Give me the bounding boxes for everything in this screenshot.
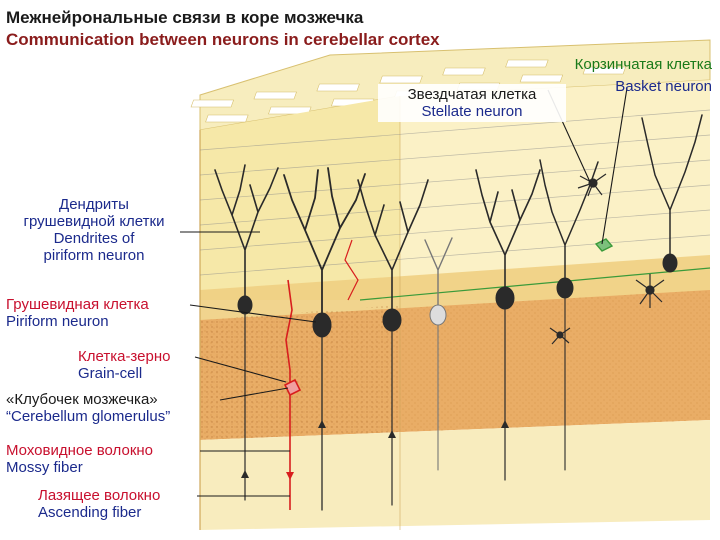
grain-label: Клетка-зерно Grain-cell <box>78 348 170 382</box>
dendrites-label-en1: Dendrites of <box>53 230 135 247</box>
glomerulus-shape <box>283 378 302 397</box>
basket-neuron-drawing <box>577 173 607 197</box>
ascending-label-ru: Лазящее волокно <box>38 487 161 504</box>
ascending-label-en: Ascending fiber <box>38 504 142 521</box>
piriform-neuron-1 <box>214 164 279 501</box>
green-fiber <box>359 267 711 301</box>
fiber-arrows <box>241 420 509 480</box>
piriform-neuron-3 <box>357 179 429 506</box>
dendrites-label-ru1: Дендриты <box>59 196 129 213</box>
left-molecular-face <box>200 96 400 300</box>
leader-lines <box>180 87 628 497</box>
parallel-fibers <box>199 109 711 276</box>
basket-label-ru: Корзинчатая клетка <box>574 56 712 73</box>
white-matter-layer <box>200 420 710 530</box>
piriform-neurons <box>214 114 703 511</box>
red-fibers <box>283 239 359 510</box>
ascending-label: Лазящее волокно Ascending fiber <box>38 487 160 521</box>
piriform-neuron-6 <box>539 159 599 471</box>
piriform-neuron-5 <box>475 169 541 481</box>
ascending-fiber-path <box>285 279 293 510</box>
grain-label-ru: Клетка-зерно <box>78 348 171 365</box>
dendrites-label-ru2: грушевидной клетки <box>23 213 165 230</box>
stellate-label-ru: Звездчатая клетка <box>407 86 537 103</box>
piriform-neuron-4 <box>424 237 453 471</box>
mossy-label-en: Mossy fiber <box>6 459 83 476</box>
right-dendritic-tree <box>641 114 703 273</box>
mossy-label: Моховидное волокно Mossy fiber <box>6 442 153 476</box>
piriform-label-en: Piriform neuron <box>6 313 109 330</box>
dendrites-label-en2: piriform neuron <box>43 247 145 264</box>
piriform-label-ru: Грушевидная клетка <box>6 296 149 313</box>
mossy-label-ru: Моховидное волокно <box>6 442 154 459</box>
dendrites-label: Дендриты грушевидной клетки Dendrites of… <box>4 196 184 264</box>
basket-label-en: Basket neuron <box>615 78 712 95</box>
title-russian: Межнейрональные связи в коре мозжечка <box>6 8 364 27</box>
stellate-label-en: Stellate neuron <box>421 103 523 120</box>
top-slots <box>190 59 627 123</box>
stellate-neuron-drawing <box>549 274 665 345</box>
title-english: Communication between neurons in cerebel… <box>6 30 440 49</box>
stellate-label: Звездчатая клетка Stellate neuron <box>378 84 566 122</box>
glomerulus-label-ru: «Клубочек мозжечка» <box>6 391 158 408</box>
right-molecular-face <box>400 80 710 300</box>
grain-label-en: Grain-cell <box>78 365 143 382</box>
piriform-label: Грушевидная клетка Piriform neuron <box>6 296 149 330</box>
glomerulus-label-en: “Cerebellum glomerulus” <box>6 408 171 425</box>
glomerulus-label: «Клубочек мозжечка» “Cerebellum glomerul… <box>6 391 170 425</box>
